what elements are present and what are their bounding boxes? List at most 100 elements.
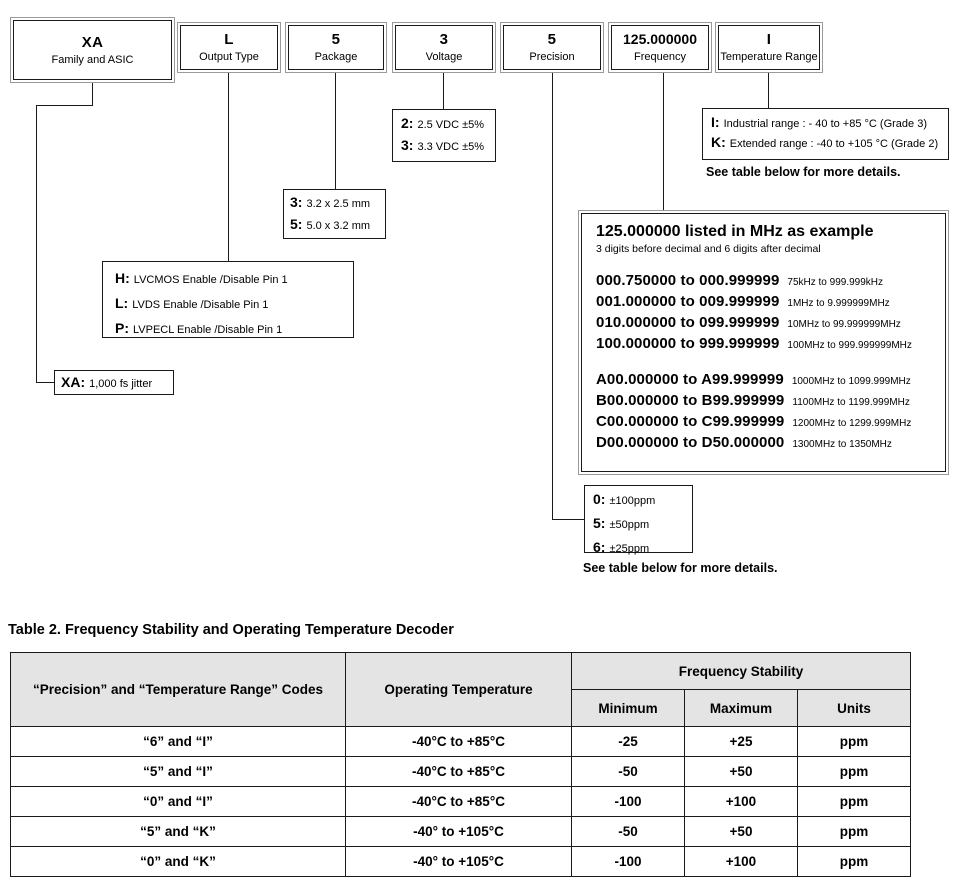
frequency-title: 125.000000 listed in MHz as example (596, 223, 874, 240)
cell-codes: “5” and “K” (10, 816, 346, 847)
callout-value: Extended range : -40 to +105 °C (Grade 2… (729, 138, 939, 150)
callout-key: 0: (593, 491, 606, 507)
code-box-inner: 3 Voltage (395, 25, 493, 70)
code-box-package: 5 Package (285, 22, 387, 73)
frequency-range: 001.000000 to 009.999999 (596, 293, 780, 310)
cell-operating-temperature: -40° to +105°C (345, 846, 572, 877)
frequency-note: 10MHz to 99.999999MHz (787, 319, 901, 330)
callout-key: XA: (61, 374, 86, 390)
frequency-range: C00.000000 to C99.999999 (596, 413, 785, 430)
code-value: I (766, 31, 772, 48)
callout-value: ±50ppm (609, 519, 650, 531)
code-caption: Frequency (634, 51, 686, 63)
callout-frequency: 125.000000 listed in MHz as example 3 di… (578, 210, 949, 475)
callout-value: Industrial range : - 40 to +85 °C (Grade… (723, 118, 927, 130)
frequency-range-row: B00.000000 to B99.999999 1100MHz to 1199… (596, 391, 935, 412)
frequency-note: 75kHz to 999.999kHz (787, 277, 884, 288)
callout-row: 5: ±50ppm (593, 516, 688, 531)
callout-key: 6: (593, 539, 606, 555)
code-caption: Output Type (199, 51, 259, 63)
cell-maximum: +50 (684, 816, 798, 847)
callout-row: I: Industrial range : - 40 to +85 °C (Gr… (711, 115, 942, 130)
callout-voltage: 2: 2.5 VDC ±5% 3: 3.3 VDC ±5% (392, 109, 496, 162)
cell-maximum: +25 (684, 726, 798, 757)
connector-output-type-vertical (228, 73, 230, 261)
code-value: L (224, 31, 234, 48)
cell-minimum: -50 (571, 816, 685, 847)
frequency-range-row: 100.000000 to 999.999999 100MHz to 999.9… (596, 334, 935, 355)
code-box-frequency: 125.000000 Frequency (608, 22, 712, 73)
callout-key: P: (115, 320, 129, 336)
cell-minimum: -25 (571, 726, 685, 757)
table-row: “6” and “I” -40°C to +85°C -25 +25 ppm (10, 726, 911, 757)
callout-value: ±100ppm (609, 495, 656, 507)
frequency-range-row: A00.000000 to A99.999999 1000MHz to 1099… (596, 370, 935, 391)
table2-header-frequency-stability: Frequency Stability (571, 652, 911, 690)
code-box-inner: XA Family and ASIC (13, 20, 172, 80)
callout-value: 2.5 VDC ±5% (417, 119, 485, 131)
connector-family-vertical-1 (92, 83, 94, 106)
table2-head: “Precision” and “Temperature Range” Code… (10, 652, 911, 727)
code-caption: Voltage (425, 51, 463, 63)
code-box-inner: 125.000000 Frequency (611, 25, 709, 70)
table2-header-row-1: “Precision” and “Temperature Range” Code… (10, 652, 911, 727)
callout-key: 3: (401, 137, 414, 153)
table2-title: Table 2. Frequency Stability and Operati… (8, 622, 454, 638)
connector-family-vertical-2 (36, 105, 38, 383)
callout-key: H: (115, 270, 130, 286)
callout-value: 3.2 x 2.5 mm (306, 198, 371, 210)
frequency-range: D00.000000 to D50.000000 (596, 434, 785, 451)
callout-key: I: (711, 114, 720, 130)
cell-units: ppm (797, 726, 911, 757)
callout-package: 3: 3.2 x 2.5 mm 5: 5.0 x 3.2 mm (283, 189, 386, 239)
frequency-note: 1000MHz to 1099.999MHz (791, 376, 911, 387)
connector-family-horizontal (36, 105, 93, 107)
code-box-voltage: 3 Voltage (392, 22, 496, 73)
table-row: “5” and “K” -40° to +105°C -50 +50 ppm (10, 816, 911, 847)
table2: “Precision” and “Temperature Range” Code… (10, 652, 911, 877)
code-box-precision: 5 Precision (500, 22, 604, 73)
callout-key: 2: (401, 115, 414, 131)
table2-body: “6” and “I” -40°C to +85°C -25 +25 ppm “… (10, 726, 911, 877)
cell-minimum: -100 (571, 846, 685, 877)
frequency-note: 1300MHz to 1350MHz (792, 439, 892, 450)
frequency-range: 000.750000 to 000.999999 (596, 272, 780, 289)
table2-header-operating-temperature: Operating Temperature (345, 652, 572, 727)
code-box-family: XA Family and ASIC (10, 17, 175, 83)
precision-see-table-note: See table below for more details. (583, 561, 778, 575)
callout-value: 1,000 fs jitter (89, 378, 153, 390)
cell-maximum: +50 (684, 756, 798, 787)
callout-row: 5: 5.0 x 3.2 mm (290, 217, 381, 232)
code-value: 125.000000 (623, 31, 697, 47)
frequency-range-row: D00.000000 to D50.000000 1300MHz to 1350… (596, 433, 935, 454)
callout-temperature-range: I: Industrial range : - 40 to +85 °C (Gr… (702, 108, 949, 160)
callout-value: LVCMOS Enable /Disable Pin 1 (133, 274, 288, 286)
cell-units: ppm (797, 846, 911, 877)
cell-codes: “6” and “I” (10, 726, 346, 757)
frequency-range: 100.000000 to 999.999999 (596, 335, 780, 352)
callout-row: 3: 3.2 x 2.5 mm (290, 195, 381, 210)
callout-row: K: Extended range : -40 to +105 °C (Grad… (711, 135, 942, 150)
table2-header-codes: “Precision” and “Temperature Range” Code… (10, 652, 346, 727)
frequency-note: 1MHz to 9.999999MHz (787, 298, 890, 309)
frequency-note: 100MHz to 999.999999MHz (787, 340, 912, 351)
cell-maximum: +100 (684, 846, 798, 877)
table2-header-maximum: Maximum (684, 689, 798, 727)
frequency-group-separator (596, 355, 935, 370)
code-value: 5 (547, 31, 557, 48)
callout-row: XA: 1,000 fs jitter (61, 375, 169, 390)
cell-maximum: +100 (684, 786, 798, 817)
cell-minimum: -50 (571, 756, 685, 787)
callout-key: 5: (290, 216, 303, 232)
callout-row: L: LVDS Enable /Disable Pin 1 (115, 296, 345, 311)
table-row: “0” and “I” -40°C to +85°C -100 +100 ppm (10, 786, 911, 817)
frequency-range: A00.000000 to A99.999999 (596, 371, 784, 388)
callout-row: H: LVCMOS Enable /Disable Pin 1 (115, 271, 345, 286)
frequency-note: 1100MHz to 1199.999MHz (792, 397, 910, 408)
callout-row: 6: ±25ppm (593, 540, 688, 555)
frequency-note: 1200MHz to 1299.999MHz (792, 418, 912, 429)
cell-units: ppm (797, 786, 911, 817)
connector-frequency-vertical (663, 73, 665, 210)
callout-row: 3: 3.3 VDC ±5% (401, 138, 491, 153)
